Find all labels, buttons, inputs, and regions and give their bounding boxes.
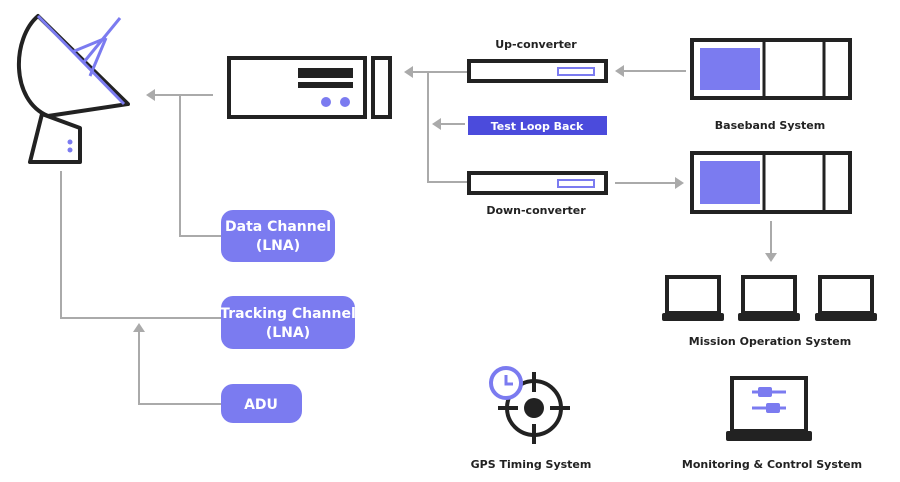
laptop-icon bbox=[815, 275, 877, 321]
up-converter: Up-converter bbox=[467, 38, 608, 83]
connector-adu bbox=[138, 332, 221, 405]
mission-operation-system: Mission Operation System bbox=[662, 275, 877, 348]
tracking-channel-box bbox=[221, 296, 355, 349]
adu: ADU bbox=[221, 384, 302, 423]
arrow-to-antenna bbox=[146, 89, 155, 101]
gps-timing-system: GPS Timing System bbox=[471, 366, 592, 471]
monitoring-control-system-label: Monitoring & Control System bbox=[682, 458, 862, 471]
transceiver-unit bbox=[227, 56, 392, 119]
connector-downconverter-branch bbox=[427, 72, 467, 183]
laptop-icon bbox=[738, 275, 800, 321]
converter-unit-icon bbox=[467, 171, 608, 195]
adu-label: ADU bbox=[244, 397, 278, 413]
tracking-channel-label-line2: (LNA) bbox=[266, 325, 310, 341]
tracking-channel-label-line1: Tracking Channel bbox=[220, 306, 356, 322]
server-icon bbox=[690, 151, 852, 214]
gps-timing-system-label: GPS Timing System bbox=[471, 458, 592, 471]
antenna bbox=[17, 14, 130, 164]
rack-unit-icon bbox=[227, 56, 392, 119]
tracking-channel: Tracking Channel (LNA) bbox=[220, 296, 356, 349]
arrow-to-transceiver bbox=[404, 66, 413, 78]
arrow-to-upconverter bbox=[615, 65, 624, 77]
down-converter: Down-converter bbox=[467, 171, 608, 217]
data-channel-label-line2: (LNA) bbox=[256, 238, 300, 254]
data-channel: Data Channel (LNA) bbox=[221, 210, 335, 262]
adu-box bbox=[221, 384, 302, 423]
test-loop-back: Test Loop Back bbox=[468, 116, 607, 135]
connector-tracking-channel bbox=[60, 171, 221, 319]
test-loop-back-label: Test Loop Back bbox=[491, 120, 584, 133]
converter-unit-icon bbox=[467, 59, 608, 83]
arrow-from-adu bbox=[133, 323, 145, 332]
data-channel-box bbox=[221, 210, 335, 262]
server-icon bbox=[690, 38, 852, 100]
mission-operation-system-label: Mission Operation System bbox=[689, 335, 851, 348]
baseband-system: Baseband System bbox=[690, 38, 852, 132]
arrow-to-server bbox=[675, 177, 684, 189]
down-converter-label: Down-converter bbox=[486, 204, 586, 217]
data-channel-label-line1: Data Channel bbox=[225, 219, 331, 235]
arrow-to-mission bbox=[765, 253, 777, 262]
crosshair-clock-icon bbox=[489, 366, 570, 444]
test-loop-back-box bbox=[468, 116, 607, 135]
monitoring-control-system: Monitoring & Control System bbox=[682, 376, 862, 471]
connectors bbox=[60, 65, 777, 405]
up-converter-label: Up-converter bbox=[495, 38, 577, 51]
laptop-sliders-icon bbox=[726, 376, 812, 441]
arrow-test-loop bbox=[432, 118, 441, 130]
laptop-icon bbox=[662, 275, 724, 321]
downlink-server bbox=[690, 151, 852, 214]
connector-data-channel bbox=[179, 95, 221, 237]
baseband-system-label: Baseband System bbox=[715, 119, 825, 132]
satellite-dish-icon bbox=[17, 14, 130, 164]
